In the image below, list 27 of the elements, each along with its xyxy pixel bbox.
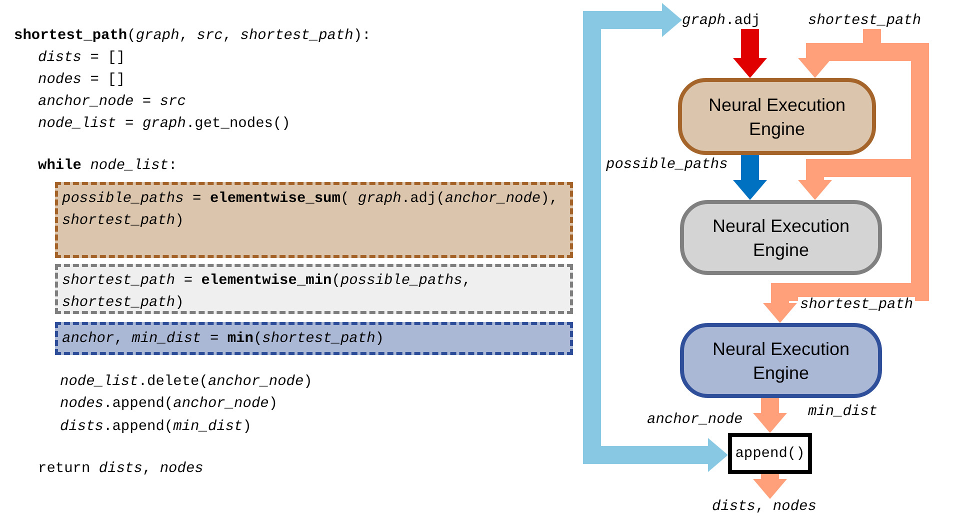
- variable-label: graph.adj: [682, 13, 760, 29]
- edge-label: possible_paths: [604, 157, 730, 173]
- engine-box: Neural Execution Engine: [678, 78, 876, 155]
- variable-label: dists, nodes: [712, 499, 816, 515]
- code-line: dists = []: [38, 50, 126, 66]
- code-line: node_list = graph.get_nodes(): [38, 116, 290, 132]
- code-block: shortest_path = elementwise_min(possible_paths, shortest_path): [55, 264, 573, 314]
- arrow: [733, 29, 767, 78]
- arrow: [733, 155, 767, 200]
- code-line: while node_list:: [38, 158, 178, 174]
- arrow: [753, 398, 787, 433]
- variable-label: shortest_path: [808, 13, 922, 29]
- arrow: [753, 474, 787, 499]
- edge-label: shortest_path: [798, 297, 916, 313]
- code-line: anchor_node = src: [38, 94, 186, 110]
- code-line: node_list.delete(anchor_node): [60, 374, 312, 390]
- engine-box: Neural Execution Engine: [680, 200, 882, 275]
- code-line: nodes = []: [38, 72, 126, 88]
- code-block: anchor, min_dist = min(shortest_path): [55, 322, 573, 355]
- engine-box: Neural Execution Engine: [680, 323, 882, 398]
- code-line: return dists, nodes: [38, 461, 204, 477]
- code-line: dists.append(min_dist): [60, 419, 252, 435]
- function-box: append(): [728, 433, 812, 474]
- code-line: shortest_path(graph, src, shortest_path):: [14, 28, 371, 44]
- code-block: possible_paths = elementwise_sum( graph.adj(anchor_node), shortest_path): [55, 182, 573, 258]
- code-line: nodes.append(anchor_node): [60, 396, 278, 412]
- arrow: [583, 3, 728, 472]
